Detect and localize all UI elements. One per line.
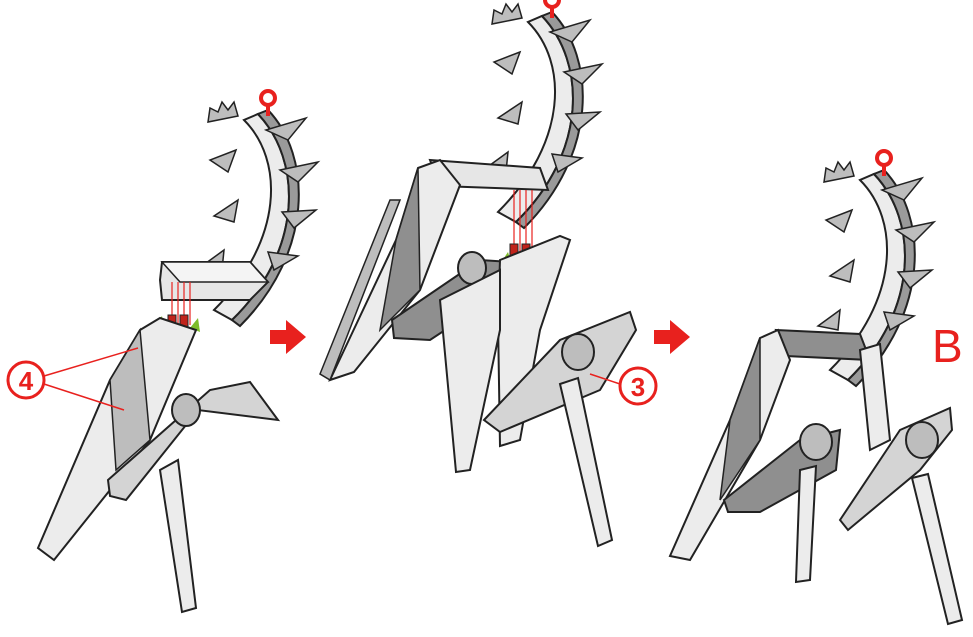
- front-leg-right: [860, 344, 890, 450]
- hind-leg: [160, 460, 196, 612]
- arrow-right-icon: [270, 320, 306, 354]
- step-2-group: 3: [320, 0, 656, 546]
- crossbar-plate: [776, 330, 870, 360]
- final-label: B: [932, 320, 963, 372]
- hind-leg: [796, 466, 816, 582]
- step-1-group: 4: [8, 91, 318, 612]
- spine-part: [486, 0, 602, 228]
- callout-number: 3: [631, 372, 645, 402]
- hind-leg: [912, 474, 962, 624]
- callout-number: 4: [19, 366, 34, 396]
- hind-leg: [560, 378, 612, 546]
- arrow-right-icon: [654, 320, 690, 354]
- step-3-group: B: [670, 151, 963, 624]
